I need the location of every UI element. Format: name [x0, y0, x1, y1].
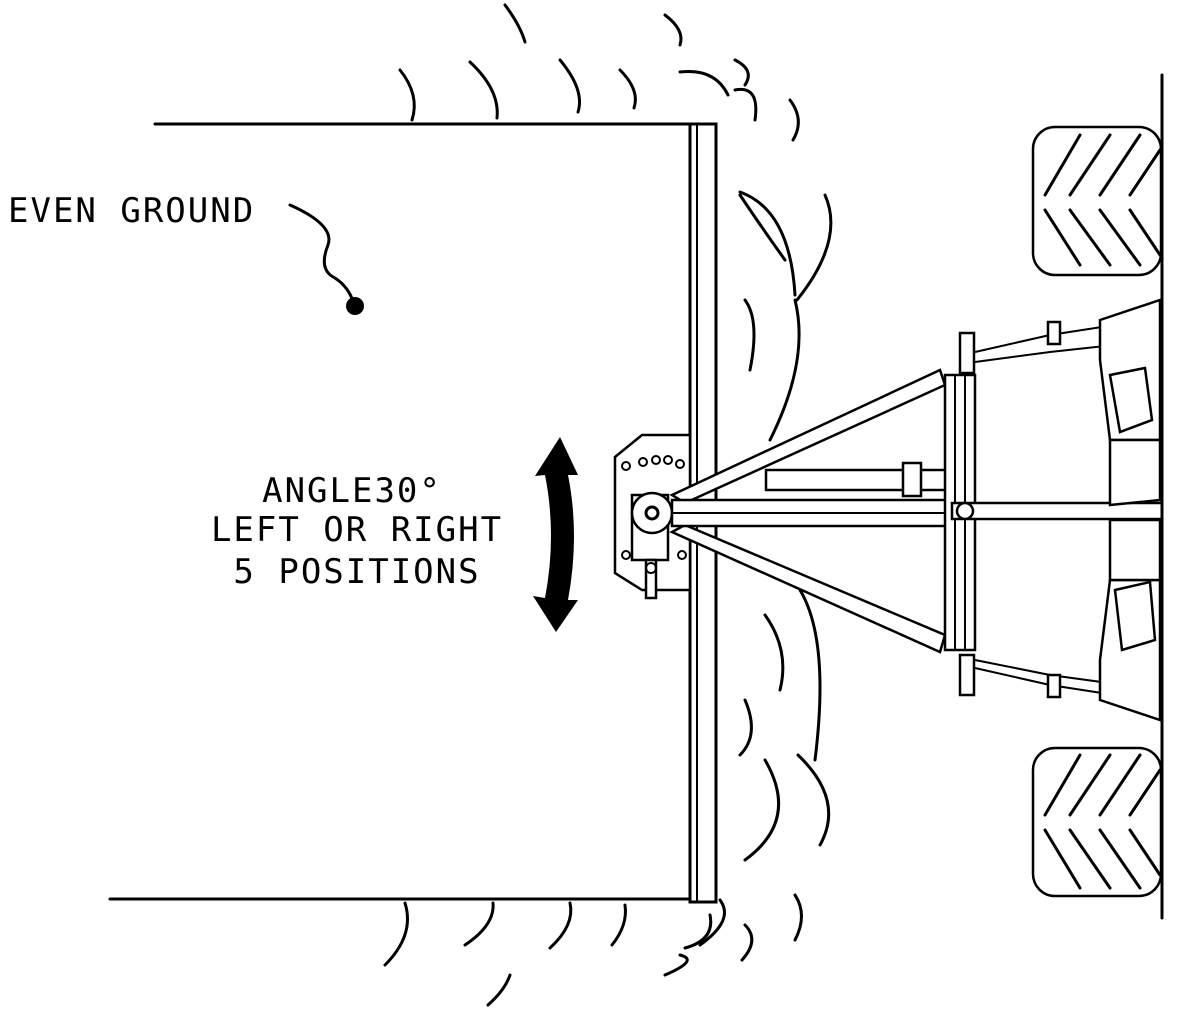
soil-pile-lower	[738, 588, 831, 862]
soil-arcs-top	[398, 3, 800, 142]
tire-top	[1031, 125, 1163, 277]
angle-label-line1: ANGLE30°	[262, 471, 442, 511]
angle-label-line3: 5 POSITIONS	[233, 552, 480, 592]
ground-leader	[288, 203, 364, 315]
double-headed-curved-arrow-icon	[533, 437, 578, 632]
soil-pile-upper	[738, 190, 833, 442]
ground-label: EVEN GROUND	[8, 191, 255, 231]
angle-label-line2: LEFT OR RIGHT	[211, 510, 503, 550]
ground-field	[108, 122, 692, 901]
a-frame	[669, 368, 1164, 654]
tire-bottom	[1031, 746, 1163, 898]
soil-arcs-bottom	[383, 893, 803, 1007]
